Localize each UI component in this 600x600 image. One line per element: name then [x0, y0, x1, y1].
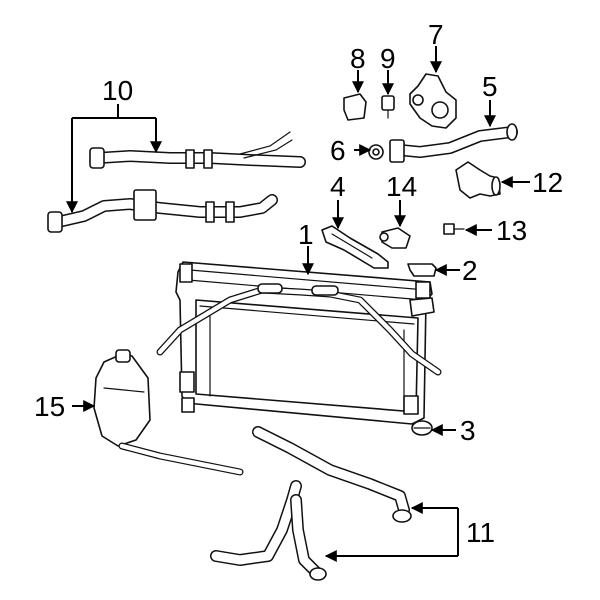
- callout-3: 3: [460, 415, 476, 446]
- callout-11: 11: [466, 517, 495, 548]
- hose-fitting: [455, 161, 501, 199]
- radiator: [175, 261, 435, 425]
- coolant-reservoir: [93, 349, 244, 476]
- callout-7: 7: [428, 19, 444, 50]
- callout-5: 5: [482, 71, 498, 102]
- callout-8: 8: [350, 43, 366, 74]
- callout-14: 14: [386, 171, 417, 202]
- leader-lines: [66, 46, 530, 562]
- callout-6: 6: [330, 135, 346, 166]
- callout-4: 4: [330, 171, 346, 202]
- cap: [343, 93, 367, 121]
- cooler-lines: [156, 283, 442, 376]
- upper-isolator: [407, 263, 437, 277]
- sending-unit: [381, 95, 395, 119]
- radiator-bracket: [321, 225, 389, 269]
- coolant-tube: [389, 123, 518, 163]
- callout-12: 12: [532, 167, 563, 198]
- callout-13: 13: [496, 215, 527, 246]
- callout-9: 9: [380, 43, 396, 74]
- lower-radiator-hose: [47, 189, 278, 233]
- bolt: [443, 223, 465, 235]
- callouts: 1 2 3 4 5 6 7 8 9 10 11 12 13 14 15: [34, 19, 563, 548]
- clip: [368, 144, 384, 160]
- upper-radiator-hose: [89, 131, 306, 169]
- callout-10: 10: [102, 75, 133, 106]
- temperature-sensor: [379, 227, 411, 249]
- callout-1: 1: [298, 219, 314, 250]
- radiator-hoses-lower: [210, 426, 412, 581]
- callout-15: 15: [34, 391, 65, 422]
- thermostat-housing: [409, 73, 457, 129]
- lower-isolator: [411, 420, 433, 436]
- callout-2: 2: [462, 255, 478, 286]
